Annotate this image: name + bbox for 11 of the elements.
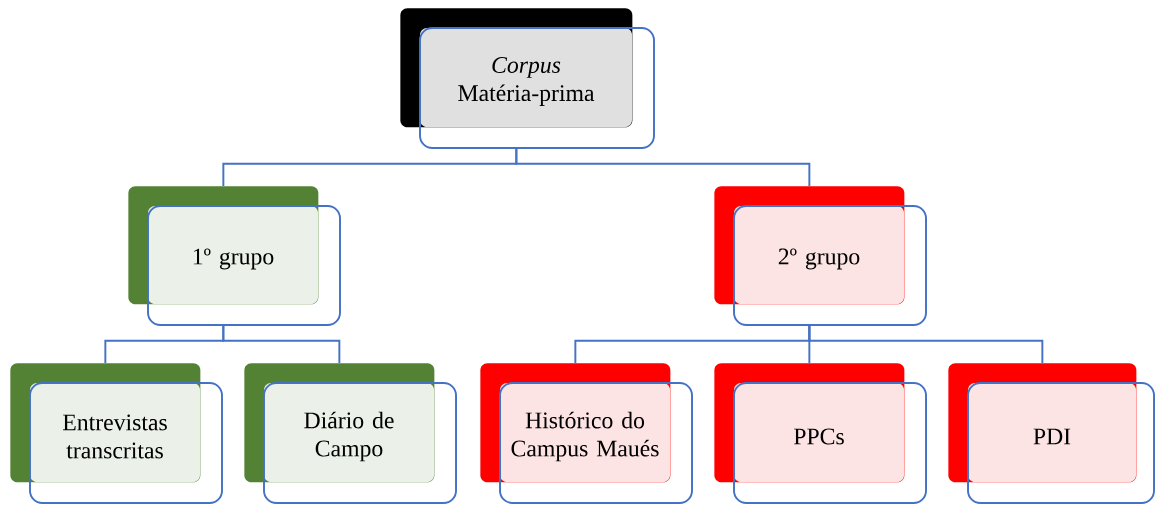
connector-line [808, 324, 1044, 364]
hierarchy-box: Entrevistas transcritas [10, 363, 223, 504]
hierarchy-box: PPCs [714, 363, 927, 504]
connector-line [222, 324, 341, 364]
hierarchy-box: Diário de Campo [244, 363, 457, 504]
hierarchy-box: 2º grupo [714, 186, 927, 326]
hierarchy-box: Histórico do Campus Maués [480, 363, 693, 504]
hierarchy-box: PDI [948, 363, 1155, 504]
hierarchy-box: Corpus Matéria-prima [400, 8, 655, 149]
hierarchy-box: 1º grupo [128, 186, 341, 326]
connector-line [515, 147, 811, 187]
